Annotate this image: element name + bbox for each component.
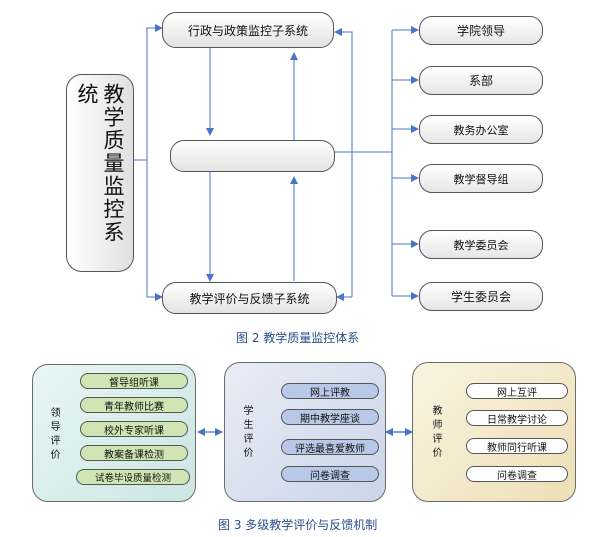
teacher-item-0: 网上互评: [466, 383, 568, 399]
teacher-item-3: 问卷调查: [466, 466, 568, 482]
right-item-4: 教学委员会: [419, 230, 543, 259]
student-item-2: 评选最喜爱教师: [281, 439, 379, 455]
leader-item-0: 督导组听课: [80, 373, 188, 389]
right-item-3: 教学督导组: [419, 164, 543, 193]
figure-2-caption: 图 2 教学质量监控体系: [236, 331, 360, 345]
figure-3-caption: 图 3 多级教学评价与反馈机制: [218, 518, 378, 532]
right-item-0: 学院领导: [419, 16, 543, 45]
right-item-2: 教务办公室: [419, 115, 543, 144]
left-bracket-line: [134, 24, 163, 161]
left-bracket-line-bottom: [146, 160, 163, 301]
leader-evaluation-label: 领导评价: [48, 407, 59, 463]
admin-policy-subsystem-box: 行政与政策监控子系统: [162, 12, 334, 48]
teacher-item-2: 教师同行听课: [466, 438, 568, 454]
leader-item-2: 校外专家听课: [80, 421, 188, 437]
main-system-label: 教学质量监控系统: [75, 83, 125, 244]
right-item-5: 学生委员会: [419, 282, 543, 311]
evaluation-feedback-subsystem-label: 教学评价与反馈子系统: [189, 291, 310, 306]
leader-item-3: 教案备课检测: [80, 445, 188, 461]
student-evaluation-label: 学生评价: [241, 405, 252, 461]
leader-item-1: 青年教师比赛: [80, 397, 188, 413]
evaluation-feedback-subsystem-box: 教学评价与反馈子系统: [162, 282, 337, 314]
right-item-1: 系部: [419, 66, 543, 95]
right-bracket-top: [334, 28, 353, 297]
teacher-evaluation-label: 教师评价: [430, 405, 441, 461]
student-item-3: 问卷调查: [281, 466, 379, 482]
leader-item-4: 试卷毕设质量检测: [76, 469, 190, 485]
main-system-box: 教学质量监控系统: [66, 74, 134, 272]
teacher-item-1: 日常教学讨论: [466, 410, 568, 426]
admin-policy-subsystem-label: 行政与政策监控子系统: [187, 23, 308, 38]
student-item-1: 期中教学座谈: [281, 409, 379, 425]
student-item-0: 网上评教: [281, 383, 379, 399]
middle-subsystem-box: [170, 140, 335, 172]
